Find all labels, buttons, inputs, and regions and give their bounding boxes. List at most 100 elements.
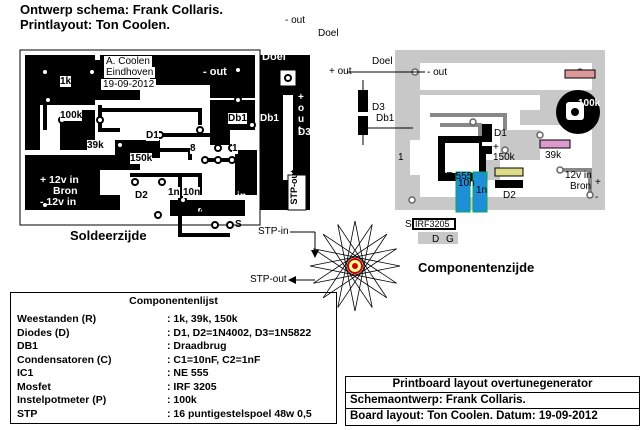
coil-winding	[313, 233, 388, 284]
coil-winding	[337, 224, 356, 312]
title-block-schema: Schemaontwerp: Frank Collaris.	[346, 393, 639, 409]
solder-pin8: 8	[190, 143, 196, 154]
components-list-key: Instelpotmeter (P)	[17, 394, 107, 406]
solder-s: S	[235, 219, 242, 230]
comp-plus: +	[493, 142, 499, 153]
solder-city: Eindhoven	[104, 67, 156, 78]
comp-d2: D2	[503, 190, 516, 201]
solder-stp-out: STP-out	[289, 170, 299, 205]
components-list-key: DB1	[17, 340, 39, 352]
components-list-value: : Draadbrug	[167, 340, 227, 352]
coil-winding	[313, 248, 388, 299]
components-list: Componentenlijst Weestanden (R) : 1k, 39k…	[10, 292, 337, 424]
title-block: Printboard layout overtunegenerator Sche…	[345, 376, 640, 426]
components-list-row: Instelpotmeter (P) : 100k	[17, 394, 197, 406]
comp-n1: 1	[398, 152, 404, 163]
comp-d1: D1	[494, 128, 507, 139]
components-list-row: Diodes (D) : D1, D2=1N4002, D3=1N5822	[17, 326, 311, 339]
star-coil	[288, 220, 401, 312]
coil-winding	[313, 248, 401, 267]
coil-winding	[322, 248, 397, 299]
components-list-value: : C1=10nF, C2=1nF	[167, 353, 261, 366]
component-side-board	[348, 50, 605, 244]
comp-g: G	[446, 234, 454, 245]
solder-doel: Doel	[262, 51, 286, 63]
solder-1n: 1n	[168, 187, 180, 198]
coil-winding	[322, 233, 397, 284]
solder-pin1: 1	[232, 143, 238, 154]
solder-r1k: 1k	[60, 76, 72, 87]
comp-v12: 12v in	[565, 170, 592, 181]
solder-bron: Bron	[53, 185, 78, 197]
solder-bron-minus: - 12v in	[40, 196, 77, 208]
solder-db1b: Db1	[260, 113, 279, 124]
components-list-key: Diodes (D)	[17, 326, 70, 339]
components-list-key: Mosfet	[17, 380, 51, 393]
solder-d1: D1	[146, 130, 159, 141]
solder-r100k: 100k	[60, 110, 83, 121]
comp-c10n: 10n	[458, 178, 475, 189]
solder-side-title: Soldeerzijde	[70, 228, 147, 243]
components-list-value: : 100k	[167, 394, 197, 406]
title-block-board: Board layout: Ton Coolen. Datum: 19-09-2…	[350, 410, 598, 422]
coil-stp-out: STP-out	[250, 274, 287, 285]
top-doel: Doel	[318, 28, 339, 39]
solder-db1: Db1	[228, 113, 247, 124]
top-minus-out: - out	[285, 15, 306, 26]
coil-winding	[354, 224, 373, 312]
coil-winding	[337, 233, 388, 308]
coil-stp-in: STP-in	[258, 226, 289, 237]
header-line1: Ontwerp schema: Frank Collaris.	[20, 2, 224, 17]
comp-c1n: 1n	[476, 185, 488, 196]
title-block-title: Printboard layout overtunegenerator	[346, 377, 639, 393]
comp-s: S	[405, 219, 412, 230]
header-line2: Printlayout: Ton Coolen.	[20, 17, 170, 32]
comp-pcb-plus: +	[595, 177, 601, 188]
comp-ne555: NE 555	[439, 171, 473, 182]
solder-r150k: 150k	[130, 153, 153, 164]
comp-irf: IRF3205	[415, 219, 450, 229]
components-list-value: : D1, D2=1N4002, D3=1N5822	[167, 326, 312, 339]
solder-r39k: 39k	[87, 140, 104, 151]
comp-r150k: 150k	[493, 152, 515, 163]
coil-winding	[354, 220, 373, 308]
comp-db1: Db1	[376, 113, 395, 124]
components-list-key: Weestanden (R)	[17, 313, 97, 325]
components-list-row: Weestanden (R) : 1k, 39k, 150k	[17, 313, 238, 325]
coil-winding	[322, 224, 373, 299]
comp-d3: D3	[372, 102, 385, 113]
comp-d: D	[432, 234, 440, 245]
solder-d: D	[212, 207, 220, 218]
comp-doel: Doel	[372, 56, 393, 67]
components-list-row: Condensatoren (C) : C1=10nF, C2=1nF	[17, 353, 260, 366]
solder-author: A. Coolen	[104, 56, 152, 67]
comp-r100k: 100k	[578, 98, 601, 109]
components-list-value: : 1k, 39k, 150k	[167, 313, 238, 325]
comp-n8: 8	[456, 135, 462, 146]
comp-plus-out: + out	[329, 66, 352, 77]
components-list-value: : NE 555	[167, 367, 209, 379]
components-list-row: IC1 : NE 555	[17, 367, 208, 379]
comp-minus-out: - out	[427, 67, 448, 78]
comp-r39k: 39k	[545, 150, 562, 161]
solder-stp-in: STP-in	[213, 190, 247, 202]
solder-10n: 10n	[183, 187, 201, 198]
components-list-key: IC1	[17, 367, 34, 379]
comp-bron: Bron	[570, 181, 592, 192]
components-list-row: DB1 : Draadbrug	[17, 340, 227, 352]
components-list-value: : IRF 3205	[167, 380, 217, 393]
coil-winding	[337, 220, 356, 308]
coil-winding	[309, 265, 397, 284]
components-list-row: Mosfet : IRF 3205	[17, 380, 217, 393]
components-list-row: STP: 16 puntigestelspoel 48w 0,5	[17, 408, 312, 420]
solder-minus-out: - out	[203, 66, 227, 78]
solder-bron-plus: + 12v in	[40, 174, 79, 186]
comp-side-title: Componentenzijde	[418, 260, 535, 275]
coil-winding	[322, 233, 373, 308]
components-list-key: Condensatoren (C)	[17, 353, 112, 366]
coil-winding	[337, 224, 388, 299]
solder-date: 19-09-2012	[101, 79, 157, 90]
comp-pcb-minus: -	[595, 192, 599, 203]
components-list-title: Componentenlijst	[129, 295, 218, 307]
solder-g: G	[199, 207, 207, 218]
